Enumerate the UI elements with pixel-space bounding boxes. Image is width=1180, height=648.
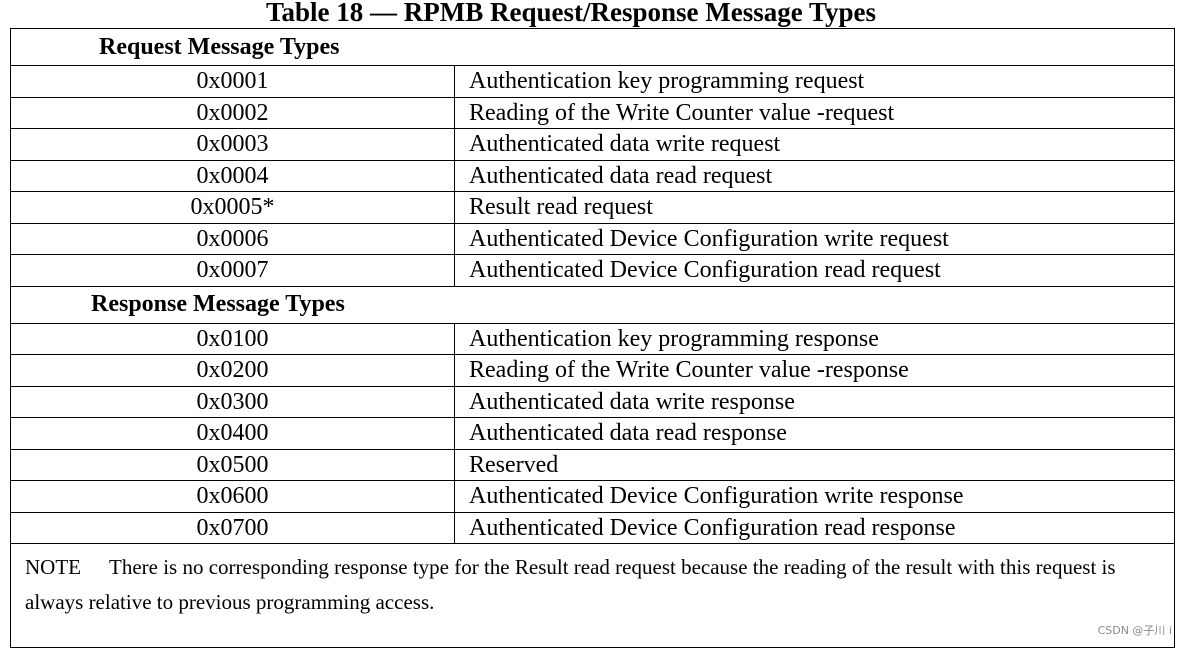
table-row: 0x0200 Reading of the Write Counter valu… — [10, 354, 1175, 387]
table-row: 0x0400 Authenticated data read response — [10, 417, 1175, 450]
message-code: 0x0200 — [10, 354, 455, 387]
table-title: Table 18 — RPMB Request/Response Message… — [265, 0, 877, 27]
section-header-row: Request Message Types — [10, 28, 1175, 66]
table-row: 0x0600 Authenticated Device Configuratio… — [10, 480, 1175, 513]
message-description: Authentication key programming request — [454, 65, 1175, 98]
message-description: Result read request — [454, 191, 1175, 224]
message-description: Authenticated data write response — [454, 385, 1175, 418]
message-code: 0x0006 — [10, 222, 455, 255]
message-description: Authenticated Device Configuration read … — [454, 511, 1175, 544]
message-code: 0x0300 — [10, 385, 455, 418]
response-section-heading: Response Message Types — [10, 285, 1175, 324]
message-code: 0x0004 — [10, 159, 455, 192]
section-header-row: Response Message Types — [10, 285, 1175, 324]
message-code: 0x0700 — [10, 511, 455, 544]
table-row: 0x0004 Authenticated data read request — [10, 159, 1175, 192]
table-row: 0x0003 Authenticated data write request — [10, 128, 1175, 161]
table-row: 0x0006 Authenticated Device Configuratio… — [10, 222, 1175, 255]
table-row: 0x0005* Result read request — [10, 191, 1175, 224]
table-row: 0x0007 Authenticated Device Configuratio… — [10, 254, 1175, 287]
message-description: Authenticated data write request — [454, 128, 1175, 161]
message-description: Authenticated Device Configuration read … — [454, 254, 1175, 287]
table-row: 0x0001 Authentication key programming re… — [10, 65, 1175, 98]
table-row: 0x0002 Reading of the Write Counter valu… — [10, 96, 1175, 129]
message-description: Authenticated Device Configuration write… — [454, 480, 1175, 513]
table-row: 0x0100 Authentication key programming re… — [10, 322, 1175, 355]
message-description: Reserved — [454, 448, 1175, 481]
message-description: Authentication key programming response — [454, 322, 1175, 355]
table-row: 0x0700 Authenticated Device Configuratio… — [10, 511, 1175, 544]
note-label: NOTE — [25, 555, 81, 579]
message-code: 0x0007 — [10, 254, 455, 287]
message-code: 0x0500 — [10, 448, 455, 481]
message-code: 0x0001 — [10, 65, 455, 98]
table-row: 0x0300 Authenticated data write response — [10, 385, 1175, 418]
message-code: 0x0002 — [10, 96, 455, 129]
watermark: CSDN @子川 i — [1097, 624, 1172, 637]
table-row: 0x0500 Reserved — [10, 448, 1175, 481]
request-section-heading: Request Message Types — [10, 28, 1175, 66]
message-code: 0x0003 — [10, 128, 455, 161]
message-description: Authenticated Device Configuration write… — [454, 222, 1175, 255]
message-code: 0x0600 — [10, 480, 455, 513]
message-types-table: Request Message Types 0x0001 Authenticat… — [10, 28, 1175, 648]
message-code: 0x0100 — [10, 322, 455, 355]
message-description: Reading of the Write Counter value -resp… — [454, 354, 1175, 387]
note-text: There is no corresponding response type … — [25, 555, 1116, 614]
message-description: Authenticated data read request — [454, 159, 1175, 192]
message-code: 0x0005* — [10, 191, 455, 224]
message-code: 0x0400 — [10, 417, 455, 450]
message-description: Reading of the Write Counter value -requ… — [454, 96, 1175, 129]
message-description: Authenticated data read response — [454, 417, 1175, 450]
